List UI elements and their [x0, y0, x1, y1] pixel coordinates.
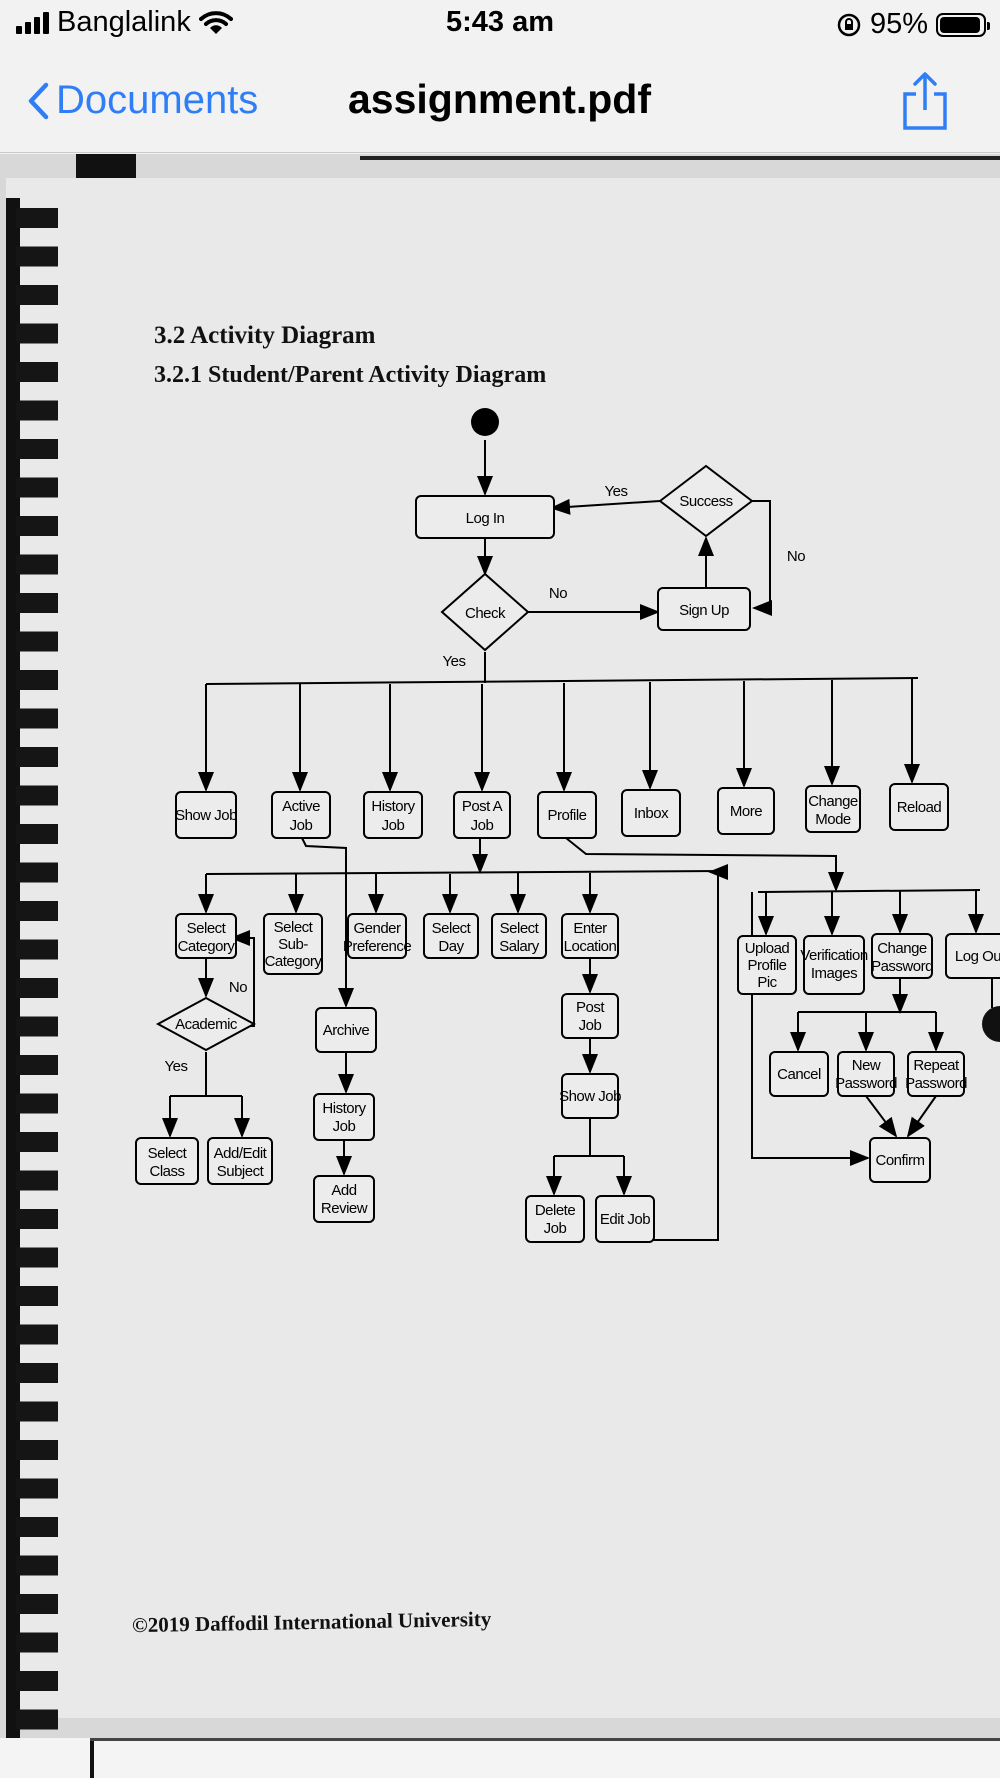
node-active-job-2: Job	[290, 817, 313, 834]
node-add-edit-subject-1: Add/Edit	[214, 1145, 268, 1162]
node-success: Success	[679, 493, 732, 510]
node-signup: Sign Up	[679, 602, 729, 619]
share-button[interactable]	[900, 70, 950, 137]
document-title: assignment.pdf	[348, 76, 651, 122]
battery-fill	[940, 16, 980, 33]
node-select-category-1: Select	[187, 920, 227, 937]
status-bar: Banglalink 5:43 am 95%	[0, 0, 1000, 52]
node-select-sub-category-1: Select	[274, 919, 314, 936]
document-page-photo: 3.2 Activity Diagram 3.2.1 Student/Paren…	[0, 154, 1000, 1778]
node-change-password-1: Change	[877, 940, 927, 957]
carrier-name: Banglalink	[57, 6, 191, 38]
edge-yes-2: Yes	[443, 653, 466, 670]
edge-no-2: No	[549, 585, 567, 602]
node-delete-job-1: Delete	[535, 1202, 576, 1219]
node-enter-location-1: Enter	[573, 920, 607, 937]
node-select-salary-1: Select	[500, 920, 540, 937]
node-post-a-job-2: Job	[471, 817, 494, 834]
subsection-heading: 3.2.1 Student/Parent Activity Diagram	[154, 362, 547, 388]
battery-percent: 95%	[869, 8, 928, 40]
share-icon	[903, 72, 947, 130]
paper-page: 3.2 Activity Diagram 3.2.1 Student/Paren…	[6, 178, 1000, 1758]
navigation-bar: Documents assignment.pdf	[0, 52, 1000, 153]
end-node	[982, 1006, 1000, 1042]
node-enter-location-2: Location	[564, 938, 617, 955]
node-log-out: Log Ou	[955, 948, 1000, 965]
node-upload-profile-pic-2: Profile	[747, 957, 786, 974]
node-change-mode-2: Mode	[815, 811, 851, 828]
node-select-sub-category-3: Category	[265, 953, 323, 970]
back-label: Documents	[56, 78, 259, 122]
node-history-job-b-2: Job	[333, 1118, 356, 1135]
activity-diagram: Log In Sign Up Check Success Yes No No Y…	[135, 408, 1000, 1243]
node-cancel: Cancel	[777, 1066, 821, 1083]
node-post-job-2: Job	[579, 1017, 602, 1034]
node-history-job-2: Job	[382, 817, 405, 834]
edge-yes-3: Yes	[165, 1058, 188, 1075]
node-history-job-1: History	[371, 798, 415, 815]
node-more: More	[730, 803, 762, 820]
node-select-salary-2: Salary	[499, 938, 540, 955]
node-academic: Academic	[175, 1016, 238, 1033]
page-top-edge	[76, 154, 1000, 178]
node-inbox: Inbox	[634, 805, 669, 822]
battery-icon	[936, 12, 990, 37]
edge-no-3: No	[229, 979, 247, 996]
spiral-binding	[6, 198, 58, 1758]
node-delete-job-2: Job	[544, 1220, 567, 1237]
node-new-password-2: Password	[835, 1075, 897, 1092]
node-show-job-2: Show Job	[559, 1088, 621, 1105]
node-profile: Profile	[547, 807, 586, 824]
node-verification-images-2: Images	[811, 965, 857, 982]
node-upload-profile-pic-3: Pic	[757, 974, 777, 991]
edge-yes-1: Yes	[605, 483, 628, 500]
node-reload: Reload	[897, 799, 942, 816]
start-node	[471, 408, 499, 436]
node-add-edit-subject-2: Subject	[217, 1163, 265, 1180]
node-verification-images-1: Verification	[800, 947, 868, 964]
node-active-job-1: Active	[282, 798, 320, 815]
node-check: Check	[465, 605, 506, 622]
node-show-job: Show Job	[175, 807, 237, 824]
node-upload-profile-pic-1: Upload	[745, 940, 790, 957]
node-post-a-job-1: Post A	[462, 798, 503, 815]
node-login: Log In	[466, 510, 505, 527]
node-select-day-1: Select	[432, 920, 472, 937]
section-heading: 3.2 Activity Diagram	[154, 322, 376, 349]
chevron-left-icon	[28, 82, 49, 119]
node-select-day-2: Day	[438, 938, 464, 955]
node-post-job-1: Post	[576, 999, 605, 1016]
node-repeat-password-1: Repeat	[913, 1057, 960, 1074]
node-edit-job: Edit Job	[600, 1211, 650, 1228]
node-repeat-password-2: Password	[905, 1075, 967, 1092]
signal-icon	[16, 11, 49, 34]
node-gender-preference-1: Gender	[353, 920, 401, 937]
node-select-category-2: Category	[178, 938, 236, 955]
next-page-edge	[0, 1738, 1000, 1778]
node-gender-preference-2: Preference	[343, 938, 412, 955]
node-select-class-1: Select	[148, 1145, 188, 1162]
node-select-class-2: Class	[149, 1163, 184, 1180]
node-change-mode-1: Change	[808, 793, 858, 810]
node-confirm: Confirm	[875, 1152, 924, 1169]
status-right: 95%	[836, 8, 990, 41]
carrier-group: Banglalink	[16, 6, 233, 39]
back-button[interactable]: Documents	[26, 78, 258, 123]
node-change-password-2: Password	[871, 958, 933, 975]
status-time: 5:43 am	[445, 6, 554, 38]
edge-no-1: No	[787, 548, 805, 565]
wifi-icon	[198, 10, 233, 34]
node-archive: Archive	[323, 1022, 370, 1039]
node-new-password-1: New	[852, 1057, 881, 1074]
node-history-job-b-1: History	[322, 1100, 366, 1117]
node-add-review-1: Add	[331, 1182, 356, 1199]
node-select-sub-category-2: Sub-	[278, 936, 308, 953]
rotation-lock-icon	[837, 13, 861, 36]
node-add-review-2: Review	[321, 1200, 368, 1217]
